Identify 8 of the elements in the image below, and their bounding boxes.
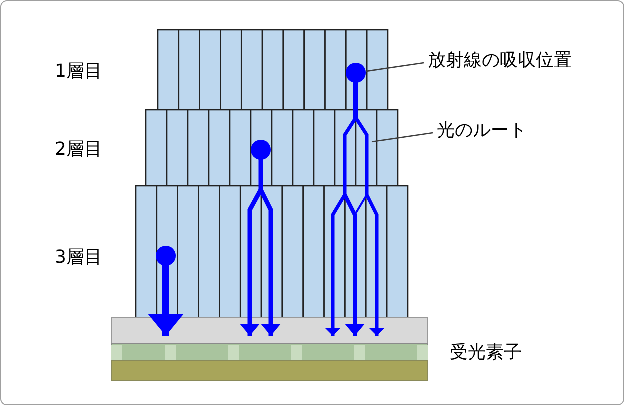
layer-label: 3層目 [55, 247, 102, 269]
layer-label: 1層目 [55, 61, 102, 83]
part-label: 受光素子 [450, 342, 522, 364]
callout-text: 放射線の吸収位置 [428, 50, 572, 72]
leader-line [372, 132, 434, 143]
callout-text: 光のルート [437, 120, 527, 142]
layer-label: 2層目 [55, 139, 102, 161]
leader-line [366, 62, 424, 72]
